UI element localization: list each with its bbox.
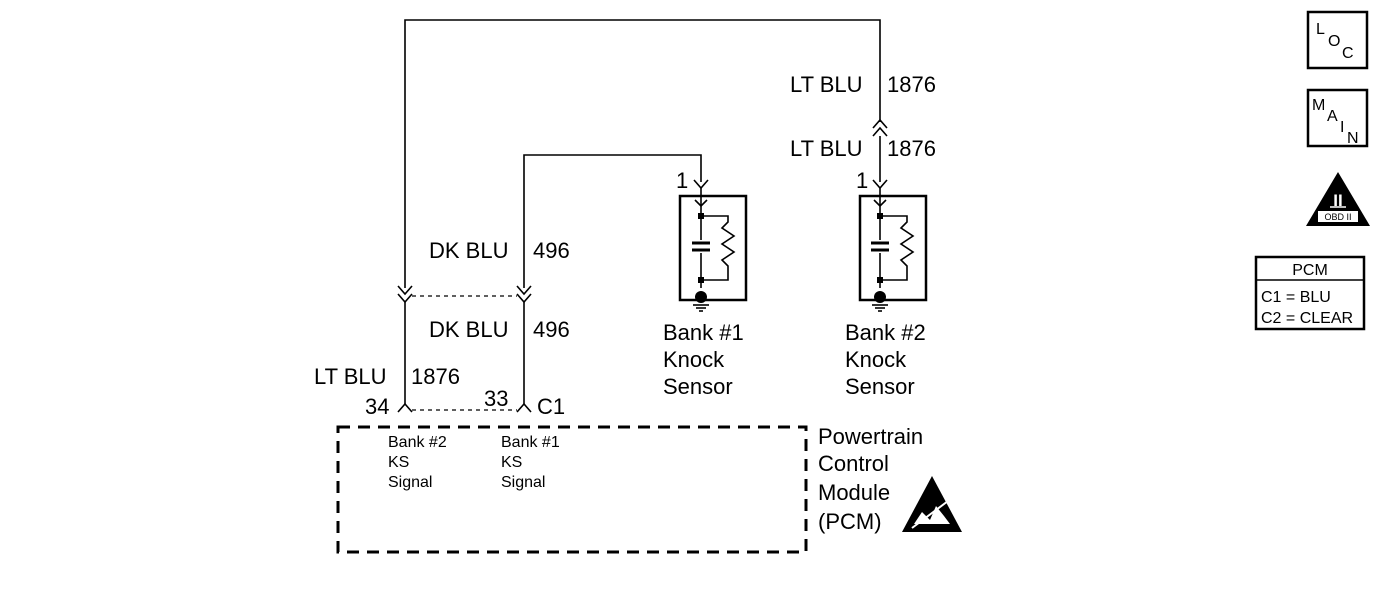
wire-label-number: 496	[533, 238, 570, 263]
sensor-pin-number: 1	[676, 168, 688, 193]
main-letter: M	[1312, 97, 1325, 114]
wire-label-number: 496	[533, 317, 570, 342]
ground-icon	[872, 304, 888, 312]
pin-number: 33	[484, 386, 508, 411]
wire-label-color: LT BLU	[314, 364, 387, 389]
main-letter: I	[1340, 119, 1344, 136]
ground-icon	[695, 291, 707, 303]
wire-lt-blu-1876-loop	[397, 19, 888, 413]
pcm-input-label: Bank #1	[501, 434, 560, 451]
sensor-label: Sensor	[663, 374, 733, 399]
main-symbol: M A I N	[1306, 88, 1369, 148]
wire-label-number: 1876	[411, 364, 460, 389]
loc-letter: O	[1328, 33, 1340, 50]
legend-entry: C1 = BLU	[1261, 289, 1331, 306]
pcm-module-box	[336, 425, 808, 554]
pcm-input-label: KS	[388, 454, 409, 471]
wire-label-number: 1876	[887, 72, 936, 97]
sensor-label: Bank #2	[845, 320, 926, 345]
loc-symbol: L O C	[1306, 10, 1369, 70]
wire-label-color: LT BLU	[790, 72, 863, 97]
loc-letter: C	[1342, 45, 1354, 62]
pcm-connector-legend: PCM C1 = BLU C2 = CLEAR	[1254, 255, 1366, 331]
sensor-pin-number: 1	[856, 168, 868, 193]
pcm-input-label: Signal	[388, 474, 432, 491]
pcm-name: Module	[818, 480, 890, 505]
wire-label-color: LT BLU	[790, 136, 863, 161]
sensor-label: Knock	[663, 347, 725, 372]
bank2-knock-sensor	[858, 188, 928, 312]
sensor-label: Knock	[845, 347, 907, 372]
ground-icon	[693, 304, 709, 312]
pcm-input-label: Signal	[501, 474, 545, 491]
pcm-input-label: Bank #2	[388, 434, 447, 451]
main-letter: N	[1347, 130, 1359, 147]
pin-number: 34	[365, 394, 389, 419]
wire-dk-blu-496	[516, 154, 709, 413]
bank1-knock-sensor	[678, 188, 748, 312]
pcm-name: (PCM)	[818, 509, 882, 534]
loc-letter: L	[1316, 21, 1325, 38]
legend-entry: C2 = CLEAR	[1261, 310, 1353, 327]
legend-title: PCM	[1292, 262, 1328, 279]
wire-label-number: 1876	[887, 136, 936, 161]
wire-label-color: DK BLU	[429, 238, 508, 263]
main-letter: A	[1327, 108, 1338, 125]
connector-id: C1	[537, 394, 565, 419]
sensor-label: Sensor	[845, 374, 915, 399]
pcm-name: Control	[818, 451, 889, 476]
esd-warning-icon	[902, 476, 962, 532]
wire-label-color: DK BLU	[429, 317, 508, 342]
pcm-name: Powertrain	[818, 424, 923, 449]
obd-ii-icon: II OBD II	[1306, 172, 1370, 226]
obd-numeral: II	[1333, 191, 1342, 210]
sensor-label: Bank #1	[663, 320, 744, 345]
obd-label: OBD II	[1324, 212, 1351, 222]
pcm-input-label: KS	[501, 454, 522, 471]
